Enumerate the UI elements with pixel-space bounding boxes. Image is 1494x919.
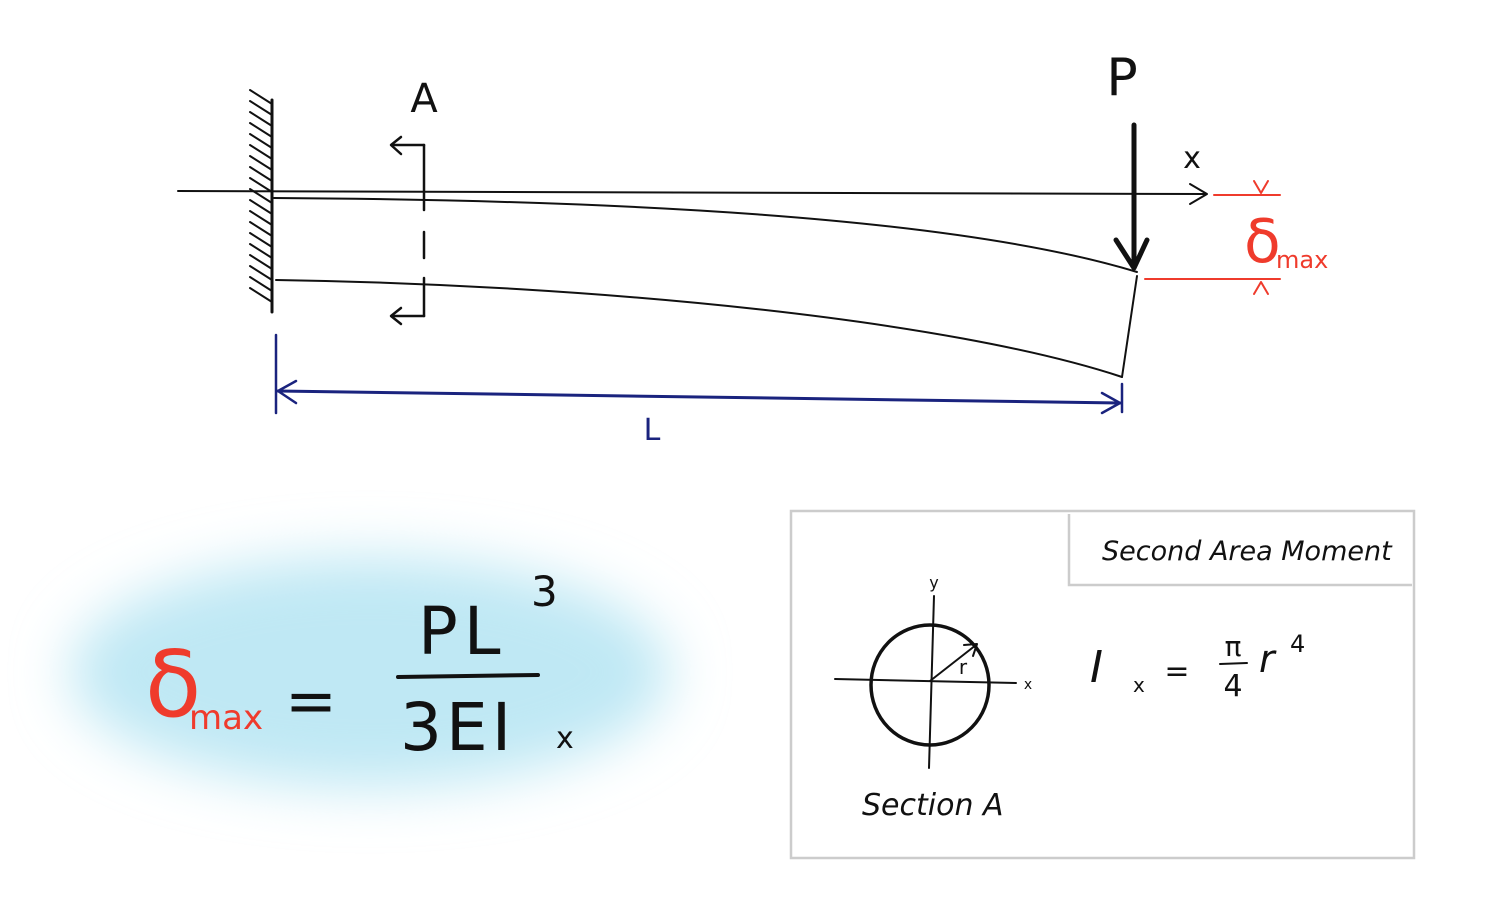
hatch-line <box>249 177 273 193</box>
hatch-line <box>249 122 273 138</box>
x-axis-label-inset: x <box>1024 677 1032 693</box>
equation-lhs-subscript: max <box>189 698 263 738</box>
second-moment-formula: I x = π 4 r 4 <box>1090 630 1305 704</box>
deflection-dimension: δ max <box>1144 180 1328 295</box>
length-dimension: L <box>274 333 1124 448</box>
deflection-symbol: δ <box>1244 207 1281 277</box>
load-arrow: P <box>1106 48 1150 271</box>
equation-numerator: PL <box>418 593 507 670</box>
hatch-line <box>249 199 273 215</box>
cantilever-beam <box>273 197 1138 378</box>
hatch-line <box>249 100 273 116</box>
equation-denominator: 3EI <box>400 689 515 766</box>
hatch-line <box>249 210 273 226</box>
formula-frac-den: 4 <box>1223 669 1242 704</box>
y-axis-label: y <box>929 573 938 592</box>
equation-numerator-exponent: 3 <box>531 567 558 616</box>
fraction-bar <box>396 673 540 679</box>
formula-lhs-subscript: x <box>1133 673 1145 697</box>
deflection-equation: δ max = PL 3 3EI x <box>70 557 670 787</box>
x-axis-label: x <box>1183 141 1201 176</box>
hatch-line <box>249 254 273 270</box>
formula-equals: = <box>1164 654 1189 689</box>
hatch-line <box>249 155 273 171</box>
x-axis: x <box>177 141 1208 205</box>
hatch-line <box>249 265 273 281</box>
equation-highlight <box>70 557 670 787</box>
hatch-line <box>249 276 273 292</box>
formula-lhs: I <box>1090 642 1103 693</box>
fixed-wall <box>249 89 274 314</box>
hatch-line <box>249 111 273 127</box>
hatch-line <box>249 133 273 149</box>
length-label: L <box>644 413 661 448</box>
section-inset: Second Area Moment y x r Section A I x =… <box>789 509 1416 860</box>
hatch-line <box>249 287 273 303</box>
formula-var: r <box>1259 637 1277 681</box>
equation-equals: = <box>285 664 337 737</box>
formula-frac-num: π <box>1225 630 1242 663</box>
formula-exponent: 4 <box>1290 630 1305 658</box>
equation-lhs-symbol: δ <box>145 631 201 738</box>
hatch-line <box>249 221 273 237</box>
hatch-line <box>249 89 273 105</box>
inset-title: Second Area Moment <box>1102 536 1393 567</box>
deflection-subscript: max <box>1276 246 1328 274</box>
hatch-line <box>249 243 273 259</box>
hatch-line <box>249 144 273 160</box>
radius-label: r <box>959 655 968 679</box>
section-caption: Section A <box>862 788 1004 823</box>
hatch-line <box>249 166 273 182</box>
circular-section: y x r <box>834 573 1032 769</box>
section-label: A <box>410 76 438 122</box>
equation-denominator-subscript: x <box>556 721 574 756</box>
hatch-line <box>249 232 273 248</box>
section-cut-a: A <box>389 76 438 326</box>
load-label: P <box>1106 48 1137 108</box>
